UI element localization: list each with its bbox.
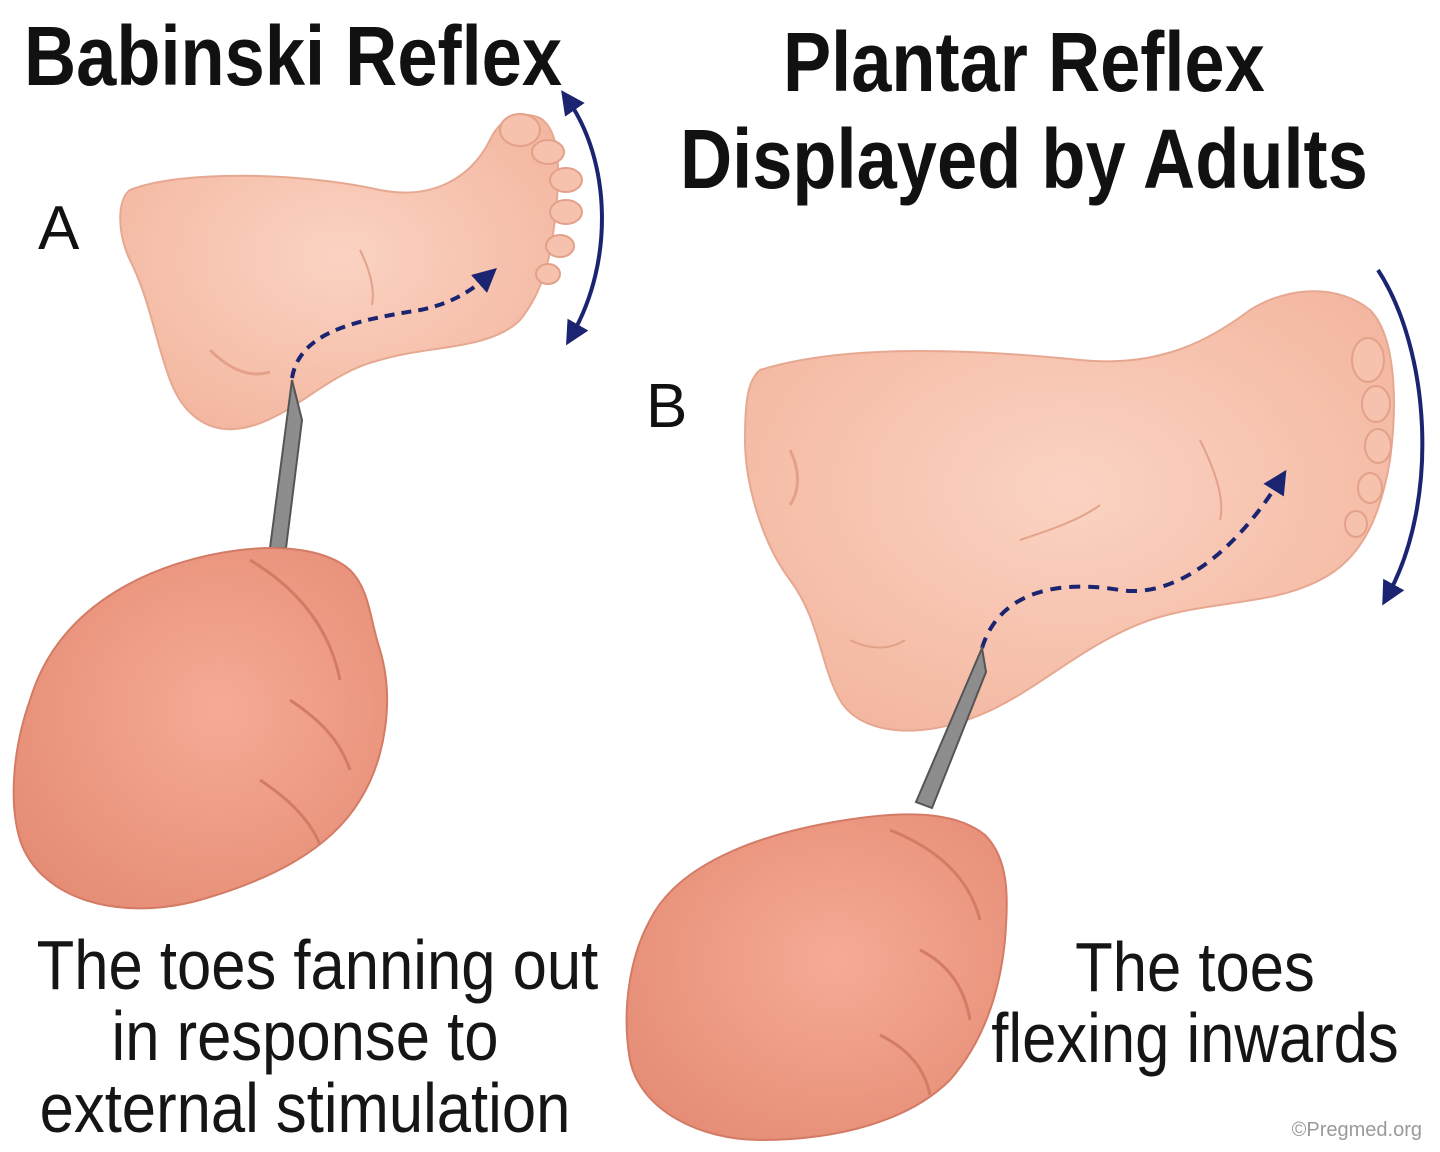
- reflex-hammer-tip-b: [914, 644, 988, 810]
- credit-watermark: ©Pregmed.org: [1291, 1119, 1422, 1141]
- caption-line: The toes fanning out: [36, 926, 599, 1004]
- babinski-title: Babinski Reflex: [24, 9, 562, 103]
- babinski-caption: The toes fanning out in response to exte…: [36, 926, 599, 1147]
- panel-label-b: B: [646, 372, 688, 441]
- hand-icon: [12, 547, 389, 910]
- plantar-title-line: Displayed by Adults: [680, 111, 1368, 206]
- caption-line: in response to: [111, 997, 499, 1076]
- infant-foot-icon: [119, 90, 604, 431]
- plantar-title-line: Plantar Reflex: [782, 15, 1265, 109]
- plantar-caption: The toes flexing inwards: [988, 928, 1402, 1078]
- caption-line: The toes: [1075, 928, 1315, 1006]
- adult-foot-icon: [743, 268, 1425, 732]
- caption-line: external stimulation: [39, 1068, 571, 1147]
- plantar-title: Plantar Reflex Displayed by Adults: [680, 14, 1368, 207]
- panel-label-a: A: [38, 194, 80, 263]
- flexed-toes: [1344, 337, 1392, 538]
- hand-icon: [625, 813, 1008, 1142]
- caption-line: flexing inwards: [991, 999, 1399, 1078]
